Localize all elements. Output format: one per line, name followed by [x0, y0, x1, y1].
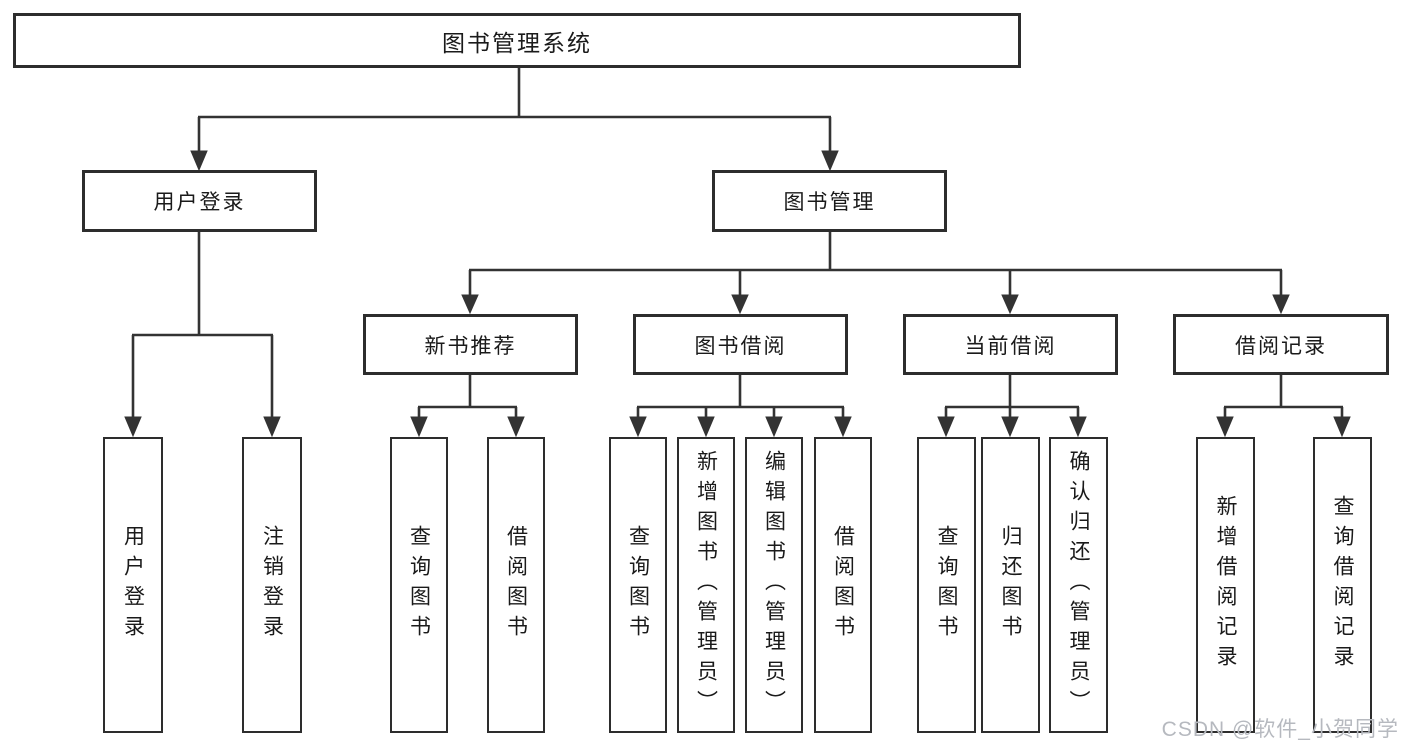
- connector-new-books-leaves: [410, 375, 525, 438]
- node-borrowing-records: 借阅记录: [1173, 314, 1389, 375]
- leaf-borrow-edit-books-admin: 编辑图书（管理员）: [745, 437, 803, 733]
- leaf-borrow-borrow-books: 借阅图书: [814, 437, 872, 733]
- leaf-newbooks-borrow-books: 借阅图书: [487, 437, 545, 733]
- node-new-book-recommendation-label: 新书推荐: [424, 334, 517, 358]
- leaf-newbooks-query-books-label: 查询图书: [407, 525, 431, 645]
- node-root-label: 图书管理系统: [442, 29, 592, 56]
- node-root-library-system: 图书管理系统: [13, 13, 1021, 68]
- leaf-user-login: 用户登录: [103, 437, 163, 733]
- leaf-current-query-books-label: 查询图书: [935, 525, 958, 645]
- leaf-current-return-books: 归还图书: [981, 437, 1040, 733]
- node-user-login-branch-label: 用户登录: [153, 191, 246, 214]
- node-book-borrowing-label: 图书借阅: [694, 334, 787, 358]
- connector-user-login-subtree: [124, 232, 281, 438]
- leaf-logout-label: 注销登录: [260, 525, 284, 645]
- node-user-login-branch: 用户登录: [82, 170, 317, 232]
- node-book-management-branch-label: 图书管理: [783, 191, 876, 214]
- node-book-borrowing: 图书借阅: [633, 314, 848, 375]
- leaf-records-add-record-label: 新增借阅记录: [1214, 495, 1237, 675]
- leaf-records-query-record-label: 查询借阅记录: [1331, 495, 1354, 675]
- leaf-current-confirm-return-admin: 确认归还（管理员）: [1049, 437, 1108, 733]
- leaf-current-confirm-return-admin-label: 确认归还（管理员）: [1067, 450, 1090, 720]
- leaf-records-add-record: 新增借阅记录: [1196, 437, 1255, 733]
- connector-root-to-level2: [190, 68, 839, 172]
- leaf-user-login-label: 用户登录: [121, 525, 145, 645]
- node-new-book-recommendation: 新书推荐: [363, 314, 578, 375]
- node-current-borrowing-label: 当前借阅: [964, 334, 1057, 358]
- leaf-borrow-query-books: 查询图书: [609, 437, 667, 733]
- leaf-borrow-borrow-books-label: 借阅图书: [831, 525, 855, 645]
- leaf-current-query-books: 查询图书: [917, 437, 976, 733]
- leaf-borrow-add-books-admin: 新增图书（管理员）: [677, 437, 735, 733]
- node-borrowing-records-label: 借阅记录: [1235, 334, 1327, 358]
- connector-book-mgmt-to-groups: [461, 232, 1290, 315]
- leaf-borrow-add-books-admin-label: 新增图书（管理员）: [694, 450, 718, 720]
- connector-borrow-leaves: [629, 375, 852, 438]
- leaf-newbooks-query-books: 查询图书: [390, 437, 448, 733]
- connector-records-leaves: [1216, 375, 1351, 438]
- node-current-borrowing: 当前借阅: [903, 314, 1118, 375]
- leaf-logout: 注销登录: [242, 437, 302, 733]
- leaf-borrow-edit-books-admin-label: 编辑图书（管理员）: [762, 450, 786, 720]
- leaf-current-return-books-label: 归还图书: [999, 525, 1022, 645]
- leaf-records-query-record: 查询借阅记录: [1313, 437, 1372, 733]
- connector-current-leaves: [937, 375, 1087, 438]
- leaf-borrow-query-books-label: 查询图书: [626, 525, 650, 645]
- leaf-newbooks-borrow-books-label: 借阅图书: [504, 525, 528, 645]
- node-book-management-branch: 图书管理: [712, 170, 947, 232]
